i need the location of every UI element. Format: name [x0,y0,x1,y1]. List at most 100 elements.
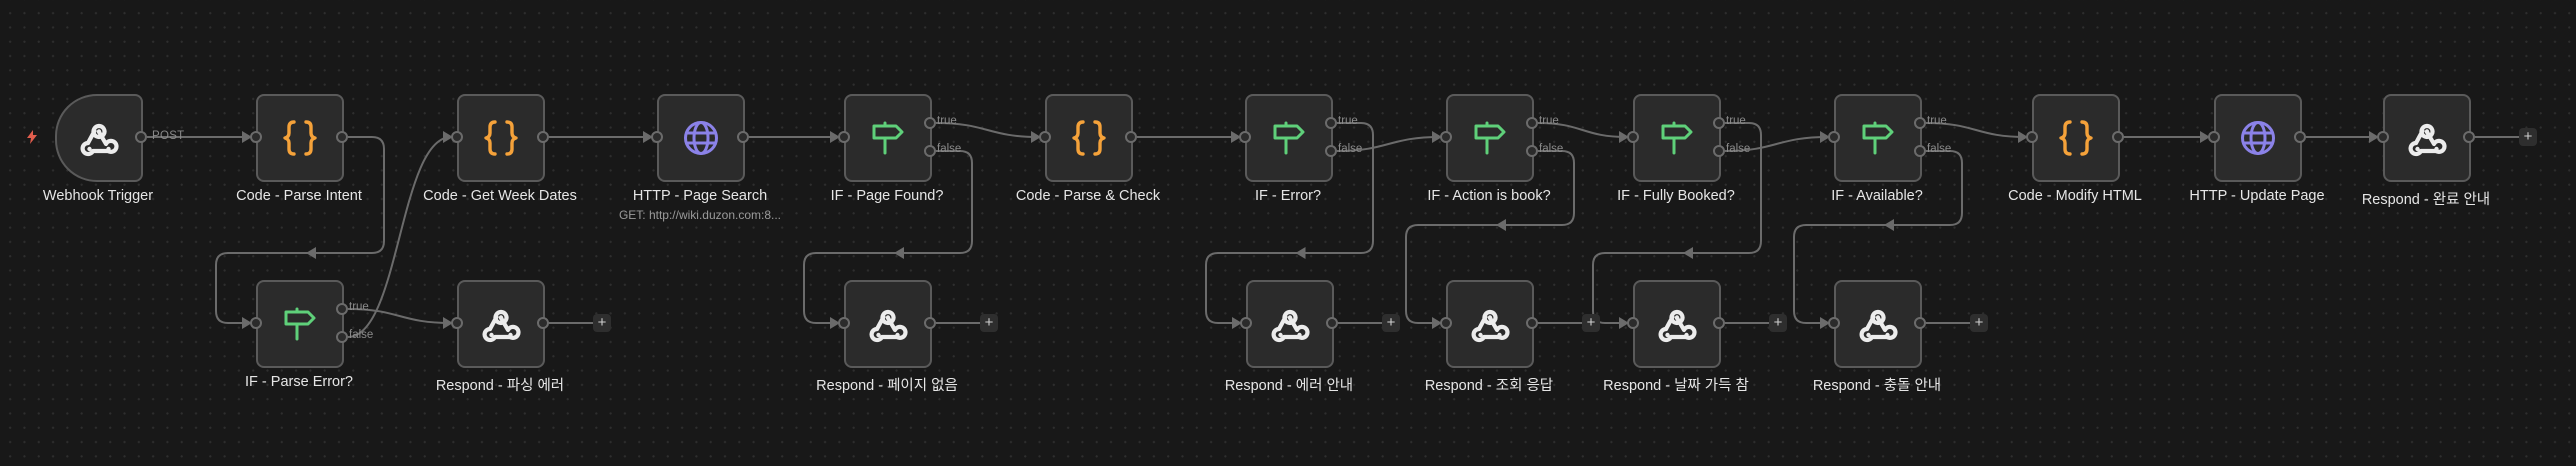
output-handle[interactable] [537,131,549,143]
input-handle[interactable] [1039,131,1051,143]
output-handle-true[interactable] [1713,117,1725,129]
output-handle-false[interactable] [924,145,936,157]
node-webhook-trigger[interactable] [55,94,143,182]
node-label: Code - Modify HTML [2008,188,2142,204]
input-handle[interactable] [2026,131,2038,143]
output-handle-false[interactable] [1526,145,1538,157]
input-handle[interactable] [2377,131,2389,143]
output-handle-false[interactable] [1325,145,1337,157]
node-code-modify-html[interactable] [2032,94,2120,182]
input-handle[interactable] [1627,131,1639,143]
output-handle-true[interactable] [1325,117,1337,129]
node-respond-date-full[interactable] [1633,280,1721,368]
node-code-parse-check[interactable] [1045,94,1133,182]
node-label: IF - Fully Booked? [1617,188,1735,204]
node-respond-query[interactable] [1446,280,1534,368]
port-label-true: true [1539,115,1559,127]
output-handle[interactable] [135,131,147,143]
port-label-true: true [1927,115,1947,127]
output-handle[interactable] [2112,131,2124,143]
input-handle[interactable] [1239,131,1251,143]
webhook-icon [1270,304,1310,344]
edge-arrow-mid [306,247,316,259]
code-braces-icon [280,118,320,158]
add-node-button[interactable]: + [980,314,998,332]
node-if-action-is-book[interactable] [1446,94,1534,182]
webhook-icon [79,118,119,158]
output-handle[interactable] [1326,317,1338,329]
output-handle[interactable] [2294,131,2306,143]
input-handle[interactable] [250,131,262,143]
edge-arrow-mid [1295,247,1306,259]
output-handle-false[interactable] [1713,145,1725,157]
node-respond-no-page[interactable] [844,280,932,368]
code-braces-icon [1069,118,1109,158]
signpost-icon [1271,120,1307,156]
port-label-false: false [1726,143,1751,155]
input-handle[interactable] [1627,317,1639,329]
node-label: Webhook Trigger [42,188,154,204]
node-respond-done[interactable] [2383,94,2471,182]
output-handle-true[interactable] [924,117,936,129]
input-handle[interactable] [1240,317,1252,329]
add-node-button[interactable]: + [593,314,611,332]
output-handle-true[interactable] [336,303,348,315]
input-handle[interactable] [250,317,262,329]
node-label: Code - Parse Intent [236,188,362,204]
output-handle-true[interactable] [1526,117,1538,129]
add-node-button[interactable]: + [1382,314,1400,332]
node-http-update-page[interactable] [2214,94,2302,182]
signpost-icon [1472,120,1508,156]
node-label: IF - Action is book? [1427,188,1551,204]
output-handle[interactable] [537,317,549,329]
port-label-true: true [1726,115,1746,127]
output-handle[interactable] [1914,317,1926,329]
node-if-fully-booked[interactable] [1633,94,1721,182]
input-handle[interactable] [451,131,463,143]
input-handle[interactable] [651,131,663,143]
add-node-button[interactable]: + [1769,314,1787,332]
input-handle[interactable] [838,131,850,143]
add-node-button[interactable]: + [1582,314,1600,332]
add-node-button[interactable]: + [1970,314,1988,332]
signpost-icon [870,120,906,156]
input-handle[interactable] [451,317,463,329]
output-handle[interactable] [1125,131,1137,143]
port-label-true: true [937,115,957,127]
output-handle[interactable] [2463,131,2475,143]
add-node-button[interactable]: + [2519,128,2537,146]
output-handle[interactable] [1526,317,1538,329]
input-handle[interactable] [1440,131,1452,143]
node-label: Code - Parse & Check [1015,188,1161,204]
node-label: Respond - 날짜 가득 참 [1603,378,1749,394]
node-respond-conflict[interactable] [1834,280,1922,368]
port-label-true: true [1338,115,1358,127]
node-if-error[interactable] [1245,94,1333,182]
output-handle[interactable] [1713,317,1725,329]
node-http-page-search[interactable] [657,94,745,182]
node-respond-error-info[interactable] [1246,280,1334,368]
port-label-false: false [1539,143,1564,155]
input-handle[interactable] [1440,317,1452,329]
node-label: IF - Page Found? [830,188,944,204]
input-handle[interactable] [838,317,850,329]
globe-icon [2239,119,2277,157]
node-respond-parse-error[interactable] [457,280,545,368]
output-handle[interactable] [737,131,749,143]
node-if-available[interactable] [1834,94,1922,182]
input-handle[interactable] [1828,317,1840,329]
output-handle-true[interactable] [1914,117,1926,129]
node-code-parse-intent[interactable] [256,94,344,182]
node-if-parse-error[interactable] [256,280,344,368]
trigger-bolt-icon [26,130,38,149]
input-handle[interactable] [1828,131,1840,143]
input-handle[interactable] [2208,131,2220,143]
output-handle-false[interactable] [336,331,348,343]
output-handle-false[interactable] [1914,145,1926,157]
output-handle[interactable] [924,317,936,329]
node-label: Respond - 페이지 없음 [816,378,958,394]
output-handle[interactable] [336,131,348,143]
node-if-page-found[interactable] [844,94,932,182]
node-code-get-week-dates[interactable] [457,94,545,182]
